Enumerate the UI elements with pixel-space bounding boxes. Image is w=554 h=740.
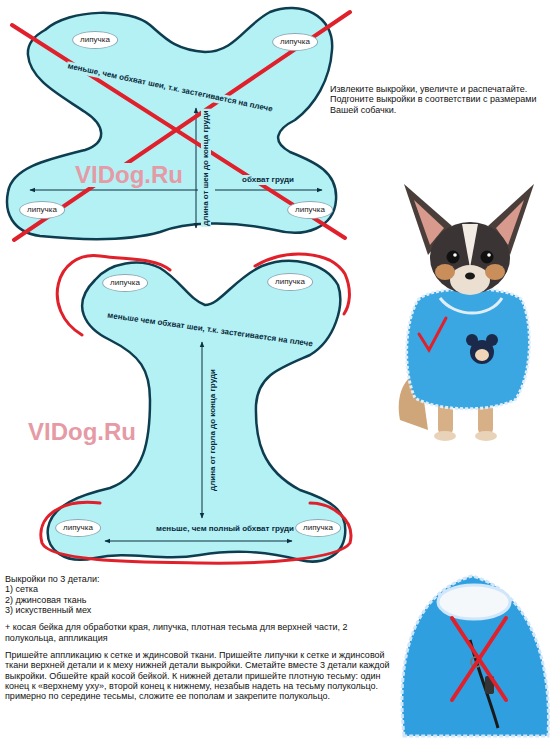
measure-line (105, 541, 292, 542)
vest-photo (402, 576, 549, 736)
measurement-label: длина от шеи до конца груди (201, 109, 211, 227)
instruction-text: 1) сетка (5, 584, 395, 594)
velcro-oval: липучка (72, 31, 118, 49)
dog-photo (466, 334, 478, 346)
instruction-text: Подгоните выкройки в соответствии с разм… (330, 94, 552, 115)
vest-photo (438, 585, 510, 619)
dog-photo (462, 224, 478, 268)
velcro-oval: липучка (19, 201, 65, 219)
red-cross (12, 12, 350, 240)
measurement-label: длина от горла до конца груди (208, 368, 218, 492)
dog-photo (447, 251, 460, 264)
dog-photo (407, 289, 530, 409)
dog-photo (435, 264, 455, 280)
dog-photo (434, 431, 456, 441)
instruction-text: + косая бейка для обработки края, липучк… (5, 622, 395, 643)
velcro-oval: липучка (267, 273, 313, 291)
velcro-oval: липучка (55, 519, 101, 537)
dog-photo (486, 334, 498, 346)
measure-line (202, 342, 203, 518)
velcro-label: липучка (80, 35, 110, 45)
velcro-oval: липучка (102, 274, 148, 292)
measure-line (30, 108, 322, 541)
notes-column: Выкройки по 3 детали:1) сетка2) джинсова… (5, 574, 395, 702)
velcro-oval: липучка (295, 519, 341, 537)
dog-photo (487, 253, 491, 257)
red-outline-marks (41, 502, 351, 563)
instruction-text: Выкройки по 3 детали: (5, 574, 395, 584)
velcro-label: липучка (275, 277, 305, 287)
red-outline-marks (255, 254, 349, 314)
velcro-label: липучка (303, 523, 333, 533)
red-outline-marks (57, 256, 170, 335)
dog-photo (485, 264, 505, 280)
instruction-text: Извлеките выкройки, увеличте и распечата… (330, 84, 552, 94)
dog-photo (453, 253, 457, 257)
dog-photo (419, 318, 446, 350)
watermark: VIDog.Ru (75, 163, 183, 187)
dog-photo (440, 298, 502, 313)
dog-photo (430, 222, 510, 294)
instruction-text: 3) искуственный мех (5, 605, 395, 615)
dog-photo (450, 265, 490, 295)
pattern-outline (48, 261, 346, 562)
velcro-label: липучка (295, 205, 325, 215)
instruction-text: Пришейте аппликацию к сетке и ждинсовой … (5, 650, 395, 702)
velcro-oval: липучка (272, 33, 318, 51)
velcro-label: липучка (280, 37, 310, 47)
measure-line (196, 108, 197, 228)
pattern-outline (7, 8, 336, 239)
vest-photo (452, 618, 506, 700)
measure-line (30, 190, 198, 191)
pattern-piece: меньше, чем обхват шеи, т.к. застегивает… (0, 0, 350, 250)
velcro-label: липучка (110, 278, 140, 288)
watermark: VIDog.Ru (28, 420, 136, 444)
measurement-label: обхват груди (241, 175, 295, 185)
dog-photo (481, 251, 494, 264)
dog-photo (475, 431, 497, 441)
instruction-text: 2) джинсовая ткань (5, 595, 395, 605)
instruction-column: Извлеките выкройки, увеличте и распечата… (330, 84, 552, 115)
red-cross (12, 12, 350, 240)
vest-photo (402, 576, 549, 736)
velcro-label: липучка (63, 523, 93, 533)
velcro-label: липучка (27, 205, 57, 215)
pattern-piece: меньше чем обхват шеи, т.к. застегиваетс… (40, 250, 350, 570)
dog-photo (465, 273, 475, 280)
dog-photo (475, 349, 489, 361)
measure-line (215, 190, 322, 191)
dog-photo (399, 184, 534, 441)
measurement-label: меньше, чем полный обхват груди (155, 524, 295, 534)
velcro-oval: липучка (287, 201, 333, 219)
red-outline-marks (41, 254, 351, 563)
